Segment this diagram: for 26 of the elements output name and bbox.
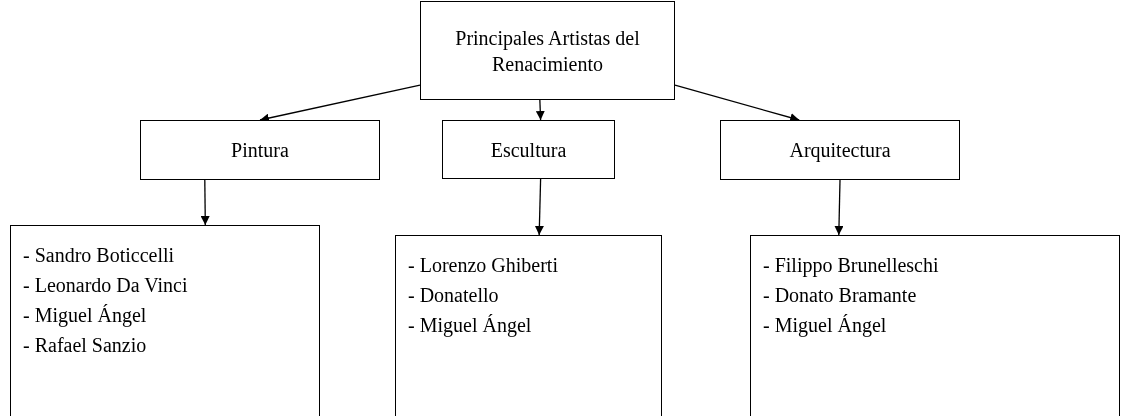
category-box <box>140 120 380 180</box>
artist-name: - Donatello <box>408 283 500 308</box>
artist-name: - Filippo Brunelleschi <box>763 253 940 279</box>
arrow <box>535 99 545 121</box>
artist-name: - Leonardo Da Vinci <box>23 273 189 298</box>
arrow <box>534 178 544 236</box>
box-label: Arquitectura <box>789 138 891 163</box>
arrow <box>674 84 800 122</box>
artist-name: - Miguel Ángel <box>408 313 533 339</box>
artist-list-box <box>395 235 662 416</box>
category-box <box>720 120 960 180</box>
artist-name: - Miguel Ángel <box>763 313 888 339</box>
artist-list-box <box>10 225 320 416</box>
artist-name: - Sandro Boticcelli <box>23 243 176 268</box>
artist-name: - Rafael Sanzio <box>23 333 148 358</box>
box-label: Escultura <box>490 137 567 163</box>
artist-name: - Miguel Ángel <box>23 303 148 329</box>
arrow <box>834 179 844 236</box>
arrow <box>200 179 210 226</box>
category-box <box>442 120 615 179</box>
title-box <box>420 1 675 100</box>
box-label: Principales Artistas del Renacimiento <box>454 25 641 77</box>
box-label: Pintura <box>231 138 289 163</box>
artist-name: - Donato Bramante <box>763 283 918 308</box>
artist-name: - Lorenzo Ghiberti <box>408 253 559 278</box>
artist-list-box <box>750 235 1120 416</box>
